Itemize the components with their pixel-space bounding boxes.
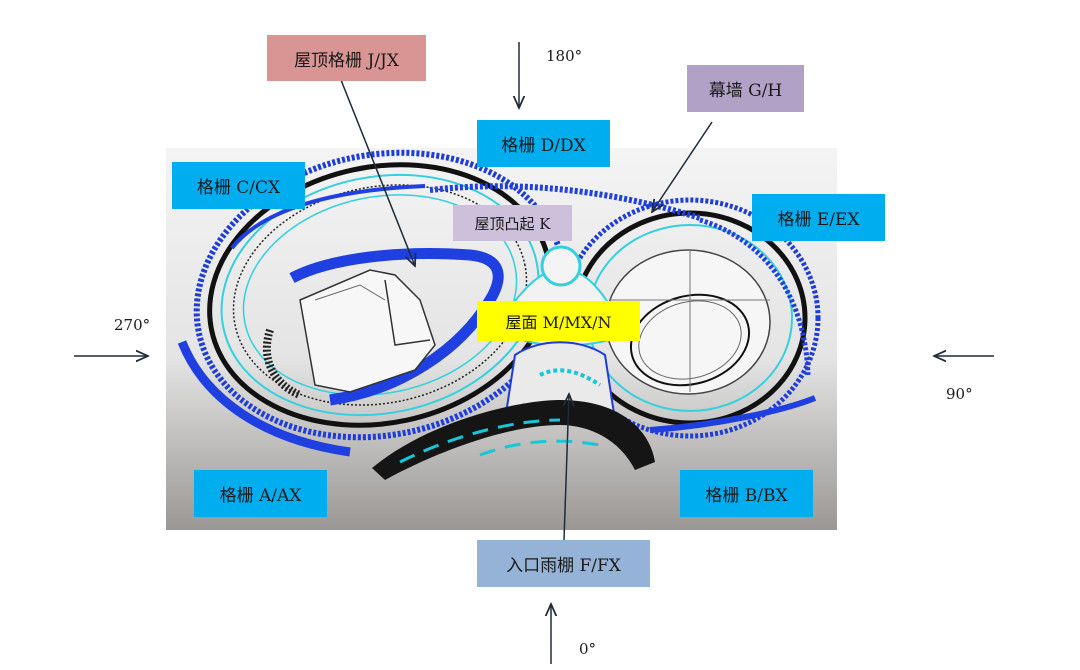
label-grille-e: 格栅 E/EX xyxy=(752,194,885,241)
label-grille-a: 格栅 A/AX xyxy=(194,470,327,517)
direction-east: 90° xyxy=(946,385,973,403)
outer-grille-a xyxy=(177,340,351,457)
label-curtain-wall: 幕墙 G/H xyxy=(687,65,804,112)
direction-west: 270° xyxy=(114,316,151,334)
leader-curtain-wall xyxy=(652,121,713,212)
label-roof: 屋面 M/MX/N xyxy=(477,301,640,341)
label-entrance-canopy: 入口雨棚 F/FX xyxy=(477,540,650,587)
leader-entrance xyxy=(564,394,569,541)
label-grille-b: 格栅 B/BX xyxy=(680,470,813,517)
roof-bump-circle xyxy=(540,245,582,287)
direction-south: 0° xyxy=(579,640,597,658)
label-grille-d: 格栅 D/DX xyxy=(477,120,610,167)
label-roof-grille: 屋顶格栅 J/JX xyxy=(267,35,426,81)
outer-grille-e xyxy=(699,217,811,376)
leader-roof-grille xyxy=(340,79,415,266)
label-roof-bump: 屋顶凸起 K xyxy=(453,205,572,241)
label-grille-c: 格栅 C/CX xyxy=(172,162,305,209)
outer-grille-top xyxy=(429,183,701,221)
entrance-canopy-area xyxy=(372,341,655,480)
direction-north: 180° xyxy=(546,47,583,65)
left-interior xyxy=(262,269,436,399)
roof-grille-band xyxy=(289,248,504,406)
outer-grille-b xyxy=(649,395,817,433)
